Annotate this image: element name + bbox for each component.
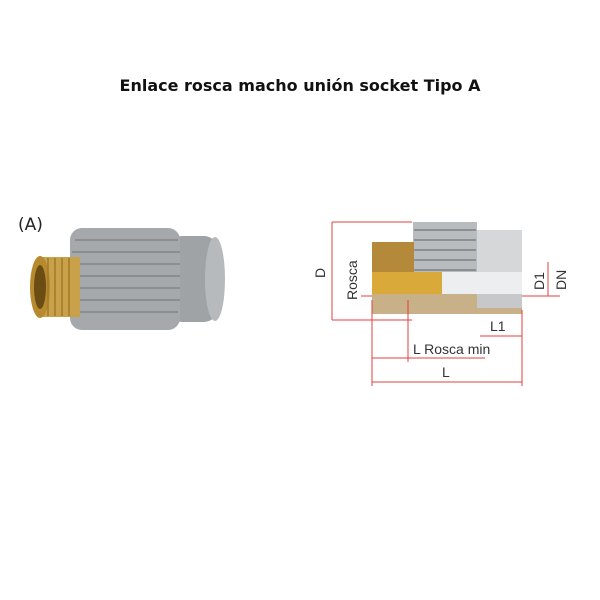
- variant-label: (A): [18, 215, 43, 235]
- cross-section-diagram: [372, 222, 522, 314]
- fitting-photo: [30, 228, 225, 330]
- dimension-lines: [331, 221, 560, 386]
- dimension-label-l-rosca-min: L Rosca min: [413, 341, 490, 357]
- dimension-label-d: D: [312, 268, 328, 278]
- dimension-label-d1: D1: [531, 272, 547, 290]
- dimension-label-rosca: Rosca: [344, 260, 360, 300]
- dimension-label-dn: DN: [553, 270, 569, 290]
- page-title: Enlace rosca macho unión socket Tipo A: [119, 76, 481, 95]
- dimension-label-l: L: [442, 364, 450, 380]
- dimension-label-l1: L1: [490, 318, 506, 334]
